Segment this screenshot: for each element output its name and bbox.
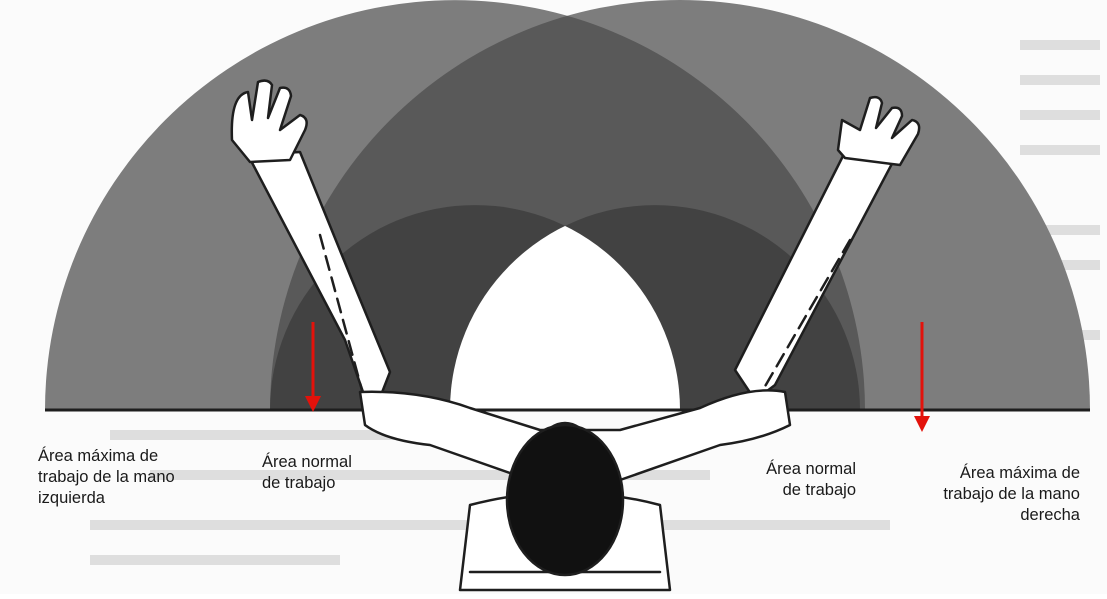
- label-left-maximum-area: Área máxima de trabajo de la mano izquie…: [38, 446, 175, 509]
- head: [507, 425, 623, 575]
- label-left-normal-area: Área normal de trabajo: [262, 452, 352, 494]
- label-right-normal-area: Área normal de trabajo: [740, 459, 856, 501]
- label-right-maximum-area: Área máxima de trabajo de la mano derech…: [908, 463, 1080, 526]
